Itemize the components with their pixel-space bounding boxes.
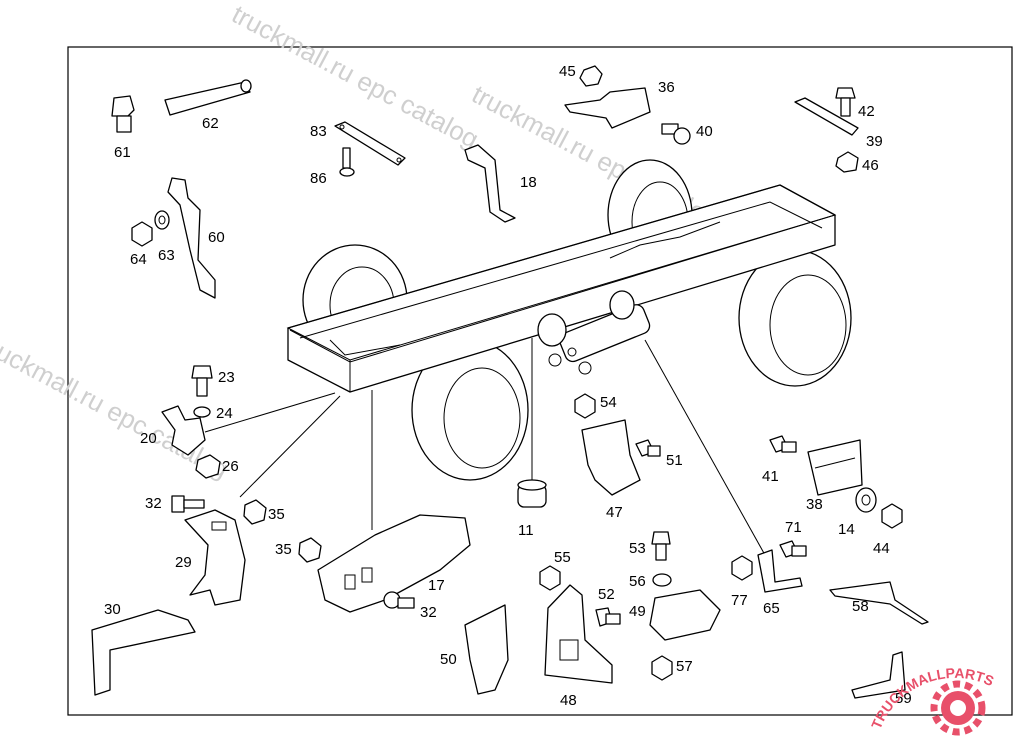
part-48-bracket: [544, 584, 613, 684]
part-39-strap: [794, 97, 859, 136]
callout-39: 39: [866, 133, 883, 150]
part-59-bracket: [851, 651, 906, 699]
callout-44: 44: [873, 540, 890, 557]
diagram-frame: [67, 46, 1013, 716]
callout-26: 26: [222, 458, 239, 475]
part-63-washer: [154, 210, 170, 230]
part-23-bolt: [191, 365, 213, 397]
part-24-washer: [193, 406, 211, 418]
part-11-bushing: [517, 479, 547, 508]
callout-64: 64: [130, 251, 147, 268]
part-86-screw: [339, 147, 355, 177]
callout-36: 36: [658, 79, 675, 96]
part-57-nut: [651, 655, 673, 681]
callout-32-upper: 32: [145, 495, 162, 512]
part-30-bracket: [91, 609, 196, 696]
callout-30: 30: [104, 601, 121, 618]
callout-labels: 61 62 83 86 18 45 36 40 42 39 46 60 63 6…: [104, 63, 912, 709]
part-83-strap: [334, 121, 406, 166]
callout-48: 48: [560, 692, 577, 709]
callout-71: 71: [785, 519, 802, 536]
part-53-bolt: [651, 531, 671, 561]
callout-23: 23: [218, 369, 235, 386]
callout-53: 53: [629, 540, 646, 557]
part-50-bracket: [464, 604, 509, 695]
part-44-nut: [881, 503, 903, 529]
callout-63: 63: [158, 247, 175, 264]
callout-60: 60: [208, 229, 225, 246]
callout-52: 52: [598, 586, 615, 603]
part-17-bracket: [317, 514, 471, 613]
callout-11: 11: [518, 522, 534, 539]
part-18-bracket: [464, 144, 516, 223]
part-42-bolt: [835, 87, 856, 117]
part-62-tube: [164, 79, 252, 116]
part-65-bracket: [757, 549, 803, 593]
rear-wheel-right: [738, 249, 852, 387]
callout-86: 86: [310, 170, 327, 187]
callout-49: 49: [629, 603, 646, 620]
callout-62: 62: [202, 115, 219, 132]
gear-icon: [930, 680, 986, 736]
callout-59: 59: [895, 690, 912, 707]
part-71-bolt: [779, 540, 807, 558]
part-14-washer: [855, 487, 877, 513]
callout-77: 77: [731, 592, 748, 609]
callout-29: 29: [175, 554, 192, 571]
part-49-bracket: [649, 589, 721, 641]
part-36-bracket: [564, 87, 651, 129]
callout-56: 56: [629, 573, 646, 590]
part-77-nut: [731, 555, 753, 581]
callout-35-lower: 35: [275, 541, 292, 558]
part-61-bolt: [111, 95, 135, 133]
part-55-nut: [539, 565, 561, 591]
part-45-nut: [579, 65, 603, 87]
part-35-nut-lower: [298, 537, 322, 563]
part-46-nut: [835, 151, 859, 173]
callout-51: 51: [666, 452, 683, 469]
callout-61: 61: [114, 144, 131, 161]
part-60-bracket: [167, 177, 216, 299]
callout-55: 55: [554, 549, 571, 566]
callout-83: 83: [310, 123, 327, 140]
leader-lines: [204, 338, 766, 556]
callout-35-upper: 35: [268, 506, 285, 523]
callout-32-lower: 32: [420, 604, 437, 621]
part-35-nut-upper: [243, 499, 267, 525]
callout-17: 17: [428, 577, 445, 594]
callout-46: 46: [862, 157, 879, 174]
part-32-bolt-upper: [171, 495, 205, 513]
part-38-plate: [807, 439, 863, 496]
part-20-bracket: [161, 405, 206, 456]
part-54-nut: [574, 393, 596, 419]
part-58-rod: [829, 581, 929, 625]
chassis-frame-assembly: [286, 159, 852, 481]
callout-45: 45: [559, 63, 576, 80]
callout-58: 58: [852, 598, 869, 615]
callout-14: 14: [838, 521, 855, 538]
part-64-nut: [131, 221, 153, 247]
part-47-bracket: [581, 419, 641, 496]
callout-57: 57: [676, 658, 693, 675]
callout-24: 24: [216, 405, 233, 422]
part-56-washer: [652, 573, 672, 587]
callout-38: 38: [806, 496, 823, 513]
callout-41: 41: [762, 468, 779, 485]
callout-54: 54: [600, 394, 617, 411]
callout-42: 42: [858, 103, 875, 120]
callout-47: 47: [606, 504, 623, 521]
part-51-bolt: [635, 439, 661, 457]
part-26-nut: [195, 454, 221, 479]
callout-20: 20: [140, 430, 157, 447]
part-40-bolt: [661, 123, 691, 145]
callout-50: 50: [440, 651, 457, 668]
part-29-bracket: [184, 509, 246, 606]
part-41-bolt: [769, 435, 797, 453]
callout-40: 40: [696, 123, 713, 140]
part-32-bolt-lower: [383, 591, 415, 609]
callout-18: 18: [520, 174, 537, 191]
callout-65: 65: [763, 600, 780, 617]
part-52-bolt: [595, 607, 621, 627]
